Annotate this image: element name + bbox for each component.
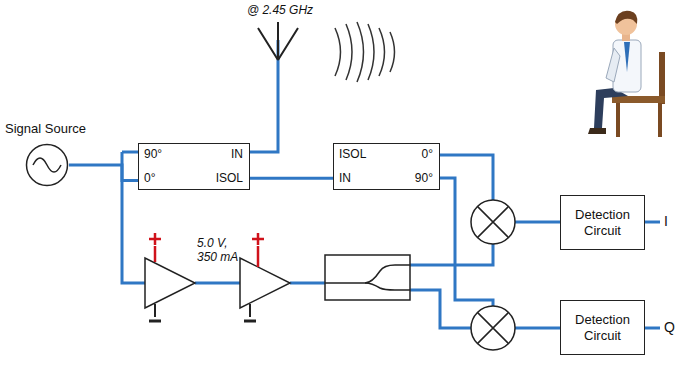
amplifier-symbol bbox=[145, 233, 195, 321]
signal-connector bbox=[69, 165, 138, 181]
wire bbox=[410, 290, 471, 328]
box-text: Detection Circuit bbox=[561, 308, 644, 348]
output-label: Q bbox=[664, 319, 675, 335]
signal-connector bbox=[250, 177, 333, 180]
port-label: IN bbox=[231, 147, 243, 161]
power-splitter bbox=[325, 255, 410, 300]
port-label: 0° bbox=[422, 147, 433, 161]
wire bbox=[122, 151, 138, 154]
port-label: 90° bbox=[144, 147, 162, 161]
hybrid-coupler: 90° IN 0° ISOL bbox=[138, 143, 250, 190]
port-label: 0° bbox=[144, 171, 155, 185]
detection-box: Detection Circuit bbox=[560, 195, 645, 250]
radio-waves bbox=[335, 22, 395, 82]
supply-label: 5.0 V, 350 mA bbox=[197, 236, 245, 264]
port-label: ISOL bbox=[216, 171, 243, 185]
signal-wires bbox=[122, 40, 660, 328]
wire bbox=[290, 282, 325, 285]
port-label: 90° bbox=[415, 171, 433, 185]
wire bbox=[515, 327, 560, 330]
mixer-symbol bbox=[471, 200, 515, 244]
hybrid-coupler: ISOL 0° IN 90° bbox=[333, 143, 440, 190]
antenna-symbol bbox=[258, 22, 298, 60]
node-heading: Signal Source bbox=[5, 121, 86, 136]
port-label: IN bbox=[339, 171, 351, 185]
port-label: ISOL bbox=[339, 147, 366, 161]
wire bbox=[195, 282, 240, 285]
antenna-feed bbox=[250, 40, 278, 152]
wire bbox=[645, 327, 660, 330]
output-label: I bbox=[664, 213, 668, 229]
wire bbox=[515, 221, 560, 224]
source-symbol bbox=[25, 143, 69, 187]
amplifier-symbol bbox=[240, 233, 290, 321]
detection-box: Detection Circuit bbox=[560, 300, 645, 355]
box-text: Detection Circuit bbox=[561, 203, 644, 243]
wire bbox=[410, 244, 493, 265]
person-illustration bbox=[588, 11, 665, 137]
frequency-label: @ 2.45 GHz bbox=[240, 3, 320, 17]
wire bbox=[645, 221, 660, 224]
mixer-symbol bbox=[471, 306, 515, 350]
signal-source: Signal Source bbox=[25, 143, 69, 187]
